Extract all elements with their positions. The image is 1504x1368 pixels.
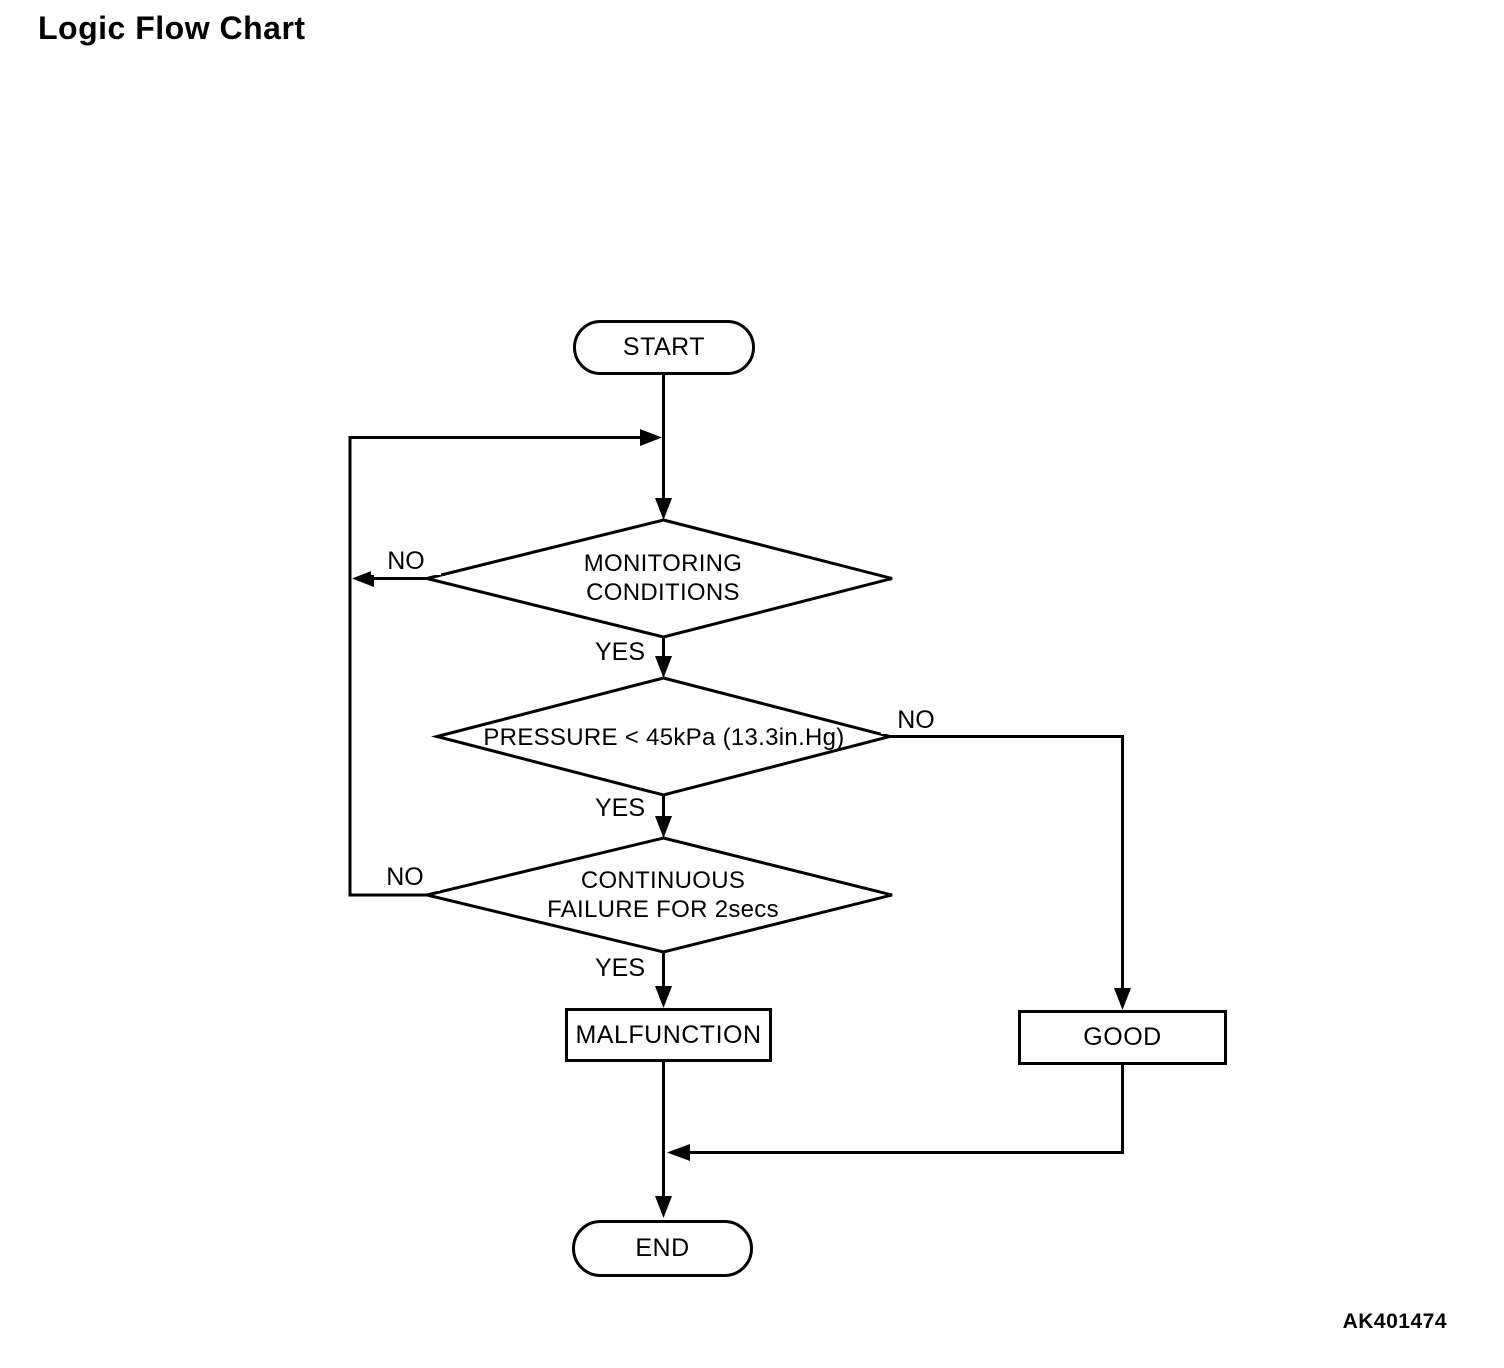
end-node-label: END [635, 1234, 690, 1262]
decision-monitoring-line2: CONDITIONS [586, 579, 740, 606]
decision-monitoring-label: MONITORING CONDITIONS [463, 549, 863, 607]
edge-pressure-no-to-good [890, 735, 1124, 990]
decision-pressure-shape [431, 676, 896, 797]
arrowhead-into-monitoring [655, 498, 672, 520]
malfunction-node-label: MALFUNCTION [575, 1020, 762, 1049]
end-node: END [572, 1220, 753, 1277]
continuous-yes-label: YES [585, 954, 655, 982]
monitoring-no-label: NO [371, 547, 441, 575]
arrowhead-monitoring-no [352, 570, 374, 587]
decision-pressure-label: PRESSURE < 45kPa (13.3in.Hg) [483, 724, 845, 751]
decision-continuous-label: CONTINUOUS FAILURE FOR 2secs [463, 866, 863, 924]
decision-monitoring-line1: MONITORING [583, 550, 743, 577]
good-node: GOOD [1018, 1010, 1227, 1065]
start-node: START [573, 320, 755, 375]
good-node-label: GOOD [1083, 1023, 1162, 1051]
decision-continuous-shape [426, 836, 893, 954]
page-title: Logic Flow Chart [38, 10, 306, 46]
decision-monitoring-shape [426, 518, 893, 639]
decision-continuous-line1: CONTINUOUS [580, 867, 746, 894]
arrowhead-into-continuous [655, 816, 672, 838]
arrowhead-into-malfunction [655, 986, 672, 1008]
figure-code: AK401474 [1342, 1310, 1447, 1333]
monitoring-yes-label: YES [585, 638, 655, 666]
arrowhead-into-good [1114, 988, 1131, 1010]
loop-return-edge [348, 436, 640, 897]
decision-continuous-line2: FAILURE FOR 2secs [547, 896, 779, 923]
arrowhead-into-end [655, 1196, 672, 1218]
start-node-label: START [622, 333, 706, 361]
arrowhead-loop-into-main-line [640, 429, 662, 446]
arrowhead-good-into-main-line [667, 1144, 690, 1161]
pressure-yes-label: YES [585, 794, 655, 822]
arrowhead-into-pressure [655, 656, 672, 678]
edge-good-to-junction [690, 1065, 1124, 1154]
malfunction-node: MALFUNCTION [565, 1008, 772, 1062]
pressure-no-label: NO [881, 706, 951, 734]
continuous-no-label: NO [370, 863, 440, 891]
